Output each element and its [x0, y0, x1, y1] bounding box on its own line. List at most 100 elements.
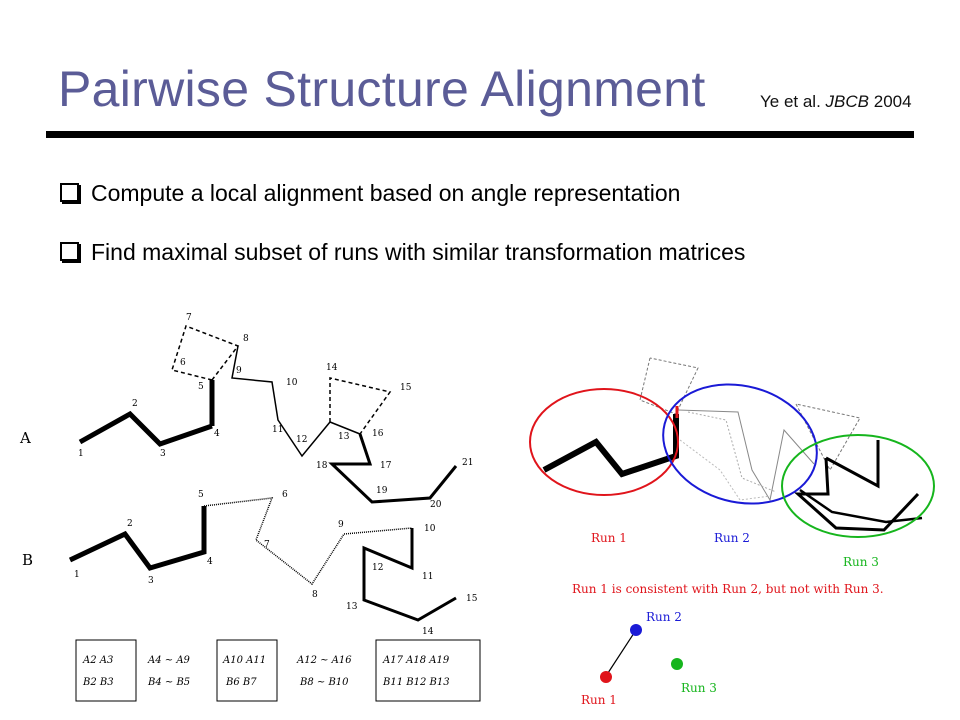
- b-num-8: 8: [312, 590, 318, 600]
- title-underline: [46, 131, 914, 138]
- box-5-row-2: B11 B12 B13: [382, 677, 450, 688]
- b-num-11: 11: [422, 572, 433, 582]
- node-run1-label: Run 1: [581, 693, 617, 707]
- box-1-row-1: A2 A3: [82, 655, 113, 666]
- ghost-chain-2: [687, 411, 777, 493]
- consistency-graph: Run 2 Run 1 Run 3: [581, 610, 717, 707]
- b-num-12: 12: [372, 563, 383, 573]
- correspondence-box-5: [375, 639, 481, 702]
- run1-circle: [529, 388, 679, 496]
- a-num-16: 16: [372, 429, 384, 439]
- b-num-3: 3: [148, 576, 154, 586]
- a-num-13: 13: [338, 432, 350, 442]
- a-num-6: 6: [180, 358, 186, 368]
- citation-year: 2004: [873, 92, 912, 111]
- box-4-row-2: B8 ~ B10: [299, 677, 349, 688]
- chain-a-loop2: [329, 377, 392, 435]
- chain-b-figure: B 1 2 3 4 5 6 7 8 9 10 11 12 13 14 15: [22, 490, 478, 637]
- citation-authors: Ye et al.: [760, 92, 821, 111]
- run3-backbone: [825, 440, 880, 489]
- chain-a-run1: [78, 410, 213, 447]
- node-run2: [630, 624, 642, 636]
- consistency-text: Run 1 is consistent with Run 2, but not …: [572, 582, 884, 596]
- b-num-15: 15: [466, 594, 478, 604]
- a-num-10: 10: [286, 378, 298, 388]
- b-num-9: 9: [338, 520, 344, 530]
- run1-backbone: [542, 414, 679, 478]
- run3-label: Run 3: [843, 555, 879, 569]
- box-5-row-1: A17 A18 A19: [382, 655, 450, 666]
- chain-a-run3: [328, 433, 458, 504]
- chain-a-link: [329, 421, 361, 435]
- a-num-4: 4: [214, 429, 220, 439]
- box-2-row-1: A4 ~ A9: [147, 655, 191, 666]
- a-num-19: 19: [376, 486, 388, 496]
- chain-b-label: B: [22, 551, 33, 569]
- b-num-10: 10: [424, 524, 436, 534]
- a-num-8: 8: [243, 334, 249, 344]
- b-num-2: 2: [127, 519, 133, 529]
- box-3-row-2: B6 B7: [225, 677, 257, 688]
- box-3-row-1: A10 A11: [222, 655, 266, 666]
- ghost-chain-3: [679, 439, 771, 501]
- checkbox-bullet-icon: [60, 183, 79, 202]
- b-num-4: 4: [207, 557, 213, 567]
- box-1-row-2: B2 B3: [82, 677, 114, 688]
- chain-b-run1: [68, 506, 207, 571]
- bullet-1: Compute a local alignment based on angle…: [60, 180, 680, 207]
- correspondence-box-1: [75, 639, 137, 702]
- correspondence-table: A2 A3 B2 B3 A4 ~ A9 B4 ~ B5 A10 A11 B6 B…: [75, 639, 481, 702]
- a-num-11: 11: [272, 425, 283, 435]
- correspondence-box-3: [216, 639, 278, 702]
- b-num-6: 6: [282, 490, 288, 500]
- a-num-12: 12: [296, 435, 307, 445]
- box-2-row-2: B4 ~ B5: [147, 677, 190, 688]
- superposition-figure: Run 1 Run 2 Run 3 Run 1 is consistent wi…: [529, 357, 935, 596]
- run2-label: Run 2: [714, 531, 750, 545]
- a-num-18: 18: [316, 461, 328, 471]
- a-num-9: 9: [236, 366, 242, 376]
- a-num-15: 15: [400, 383, 412, 393]
- a-num-20: 20: [430, 500, 442, 510]
- b-num-13: 13: [346, 602, 358, 612]
- a-num-5: 5: [198, 382, 204, 392]
- chain-a-figure: A 1 2 3 4 5 6 7 8 9 10 11 12 13 14 15 16…: [19, 313, 473, 510]
- checkbox-bullet-icon: [60, 242, 79, 261]
- chain-a-label: A: [19, 429, 31, 447]
- ghost-loop-2: [795, 403, 861, 472]
- bullet-1-text: Compute a local alignment based on angle…: [91, 180, 681, 206]
- citation-journal: JBCB: [825, 92, 870, 111]
- node-run1: [600, 671, 612, 683]
- run3-backbone-c: [799, 488, 923, 524]
- slide-title: Pairwise Structure Alignment: [58, 61, 706, 117]
- a-num-14: 14: [326, 363, 338, 373]
- chain-a-loop1: [171, 325, 240, 381]
- b-num-1: 1: [74, 570, 80, 580]
- edge-run1-run2: [605, 629, 637, 677]
- a-num-1: 1: [78, 449, 84, 459]
- node-run3-label: Run 3: [681, 681, 717, 695]
- node-run3: [671, 658, 683, 670]
- run1-label: Run 1: [591, 531, 627, 545]
- a-num-7: 7: [186, 313, 192, 323]
- node-run2-label: Run 2: [646, 610, 682, 624]
- citation: Ye et al. JBCB 2004: [760, 92, 912, 112]
- box-4-row-1: A12 ~ A16: [296, 655, 352, 666]
- a-num-21: 21: [462, 458, 473, 468]
- a-num-3: 3: [160, 449, 166, 459]
- a-num-17: 17: [380, 461, 392, 471]
- run2-circle: [662, 383, 818, 505]
- chain-b-run3: [362, 528, 457, 622]
- run3-backbone-b: [794, 457, 920, 532]
- b-num-14: 14: [422, 627, 434, 637]
- chain-a-segment: [231, 345, 331, 458]
- b-num-7: 7: [264, 540, 270, 550]
- ghost-loop-1: [639, 357, 699, 415]
- run3-circle: [781, 434, 935, 538]
- bullet-2: Find maximal subset of runs with similar…: [60, 239, 745, 266]
- bullet-2-text: Find maximal subset of runs with similar…: [91, 239, 746, 265]
- ghost-chain: [677, 409, 815, 502]
- b-num-5: 5: [198, 490, 204, 500]
- a-num-2: 2: [132, 399, 138, 409]
